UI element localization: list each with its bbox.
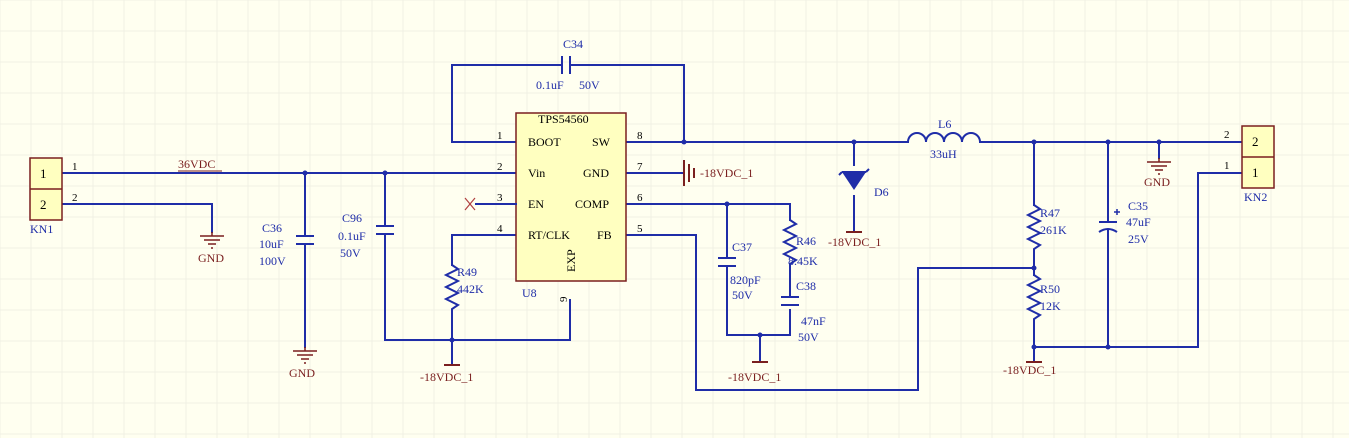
pin-sw-label: SW [592,135,611,149]
net-label-neg-r49: -18VDC_1 [420,370,473,384]
power-port-r49: -18VDC_1 [420,364,473,384]
power-port-r50: -18VDC_1 [1003,361,1056,377]
pin-number-4: 4 [497,223,503,235]
resistor-r46: R46 8.45K [781,219,818,268]
capacitor-c34: C34 0.1uF 50V [536,37,600,92]
l6-value: 33uH [930,147,957,161]
pin-exp-label: EXP [564,249,578,272]
pin-number-5: 5 [637,223,643,235]
r46-value: 8.45K [788,254,818,268]
c38-value: 47nF [801,314,826,328]
r47-ref: R47 [1040,206,1060,220]
kn1-pin2-number: 2 [72,192,78,204]
connector-kn2: 2 1 2 1 KN2 [1224,125,1275,204]
pin-en-label: EN [528,197,544,211]
r49-ref: R49 [457,265,477,279]
pin-number-9: 9 [558,296,570,302]
pin-number-1: 1 [497,130,503,142]
l6-ref: L6 [938,117,951,131]
power-port-gnd-pin: -18VDC_1 [683,160,753,186]
c37-rating: 50V [732,288,753,302]
kn2-ref: KN2 [1244,190,1267,204]
r50-ref: R50 [1040,282,1060,296]
d6-ref: D6 [874,185,889,199]
pin-number-3: 3 [497,192,503,204]
pin-number-7: 7 [637,161,643,173]
r46-ref: R46 [796,234,816,248]
power-port-d6: -18VDC_1 [828,231,881,249]
net-label-36vdc: 36VDC [178,157,215,171]
junctions [302,139,1162,350]
no-connect-marker [464,197,517,211]
c34-value: 0.1uF [536,78,564,92]
pin-comp-label: COMP [575,197,609,211]
c35-ref: C35 [1128,199,1148,213]
c38-rating: 50V [798,330,819,344]
pin-number-2: 2 [497,161,503,173]
resistor-r47: R47 261K [1025,204,1067,250]
capacitor-c35: C35 47uF 25V [1098,199,1151,246]
gnd-symbol-output: GND [1144,158,1171,189]
capacitor-c36: C36 10uF 100V [259,221,314,268]
c37-value: 820pF [730,273,761,287]
c38-ref: C38 [796,279,816,293]
ic-part-number: TPS54560 [538,112,589,126]
net-label-neg-gnd-pin: -18VDC_1 [700,166,753,180]
capacitor-c38: C38 47nF 50V [781,279,826,344]
kn2-pin1-number: 1 [1224,160,1230,172]
resistor-r49: R49 442K [443,264,484,312]
c34-rating: 50V [579,78,600,92]
pin-rtclk-label: RT/CLK [528,228,570,242]
c36-value: 10uF [259,237,284,251]
c35-rating: 25V [1128,232,1149,246]
pin-number-6: 6 [637,192,643,204]
kn2-pin2-label: 2 [1252,134,1259,149]
ic-u8: TPS54560 BOOT Vin EN RT/CLK SW GND COMP … [497,112,643,302]
r50-value: 12K [1040,299,1061,313]
kn1-pin1-number: 1 [72,161,78,173]
capacitor-c96: C96 0.1uF 50V [338,211,394,260]
c36-rating: 100V [259,254,286,268]
pin-boot-label: BOOT [528,135,561,149]
c96-rating: 50V [340,246,361,260]
gnd-symbol-kn1: GND [198,232,224,265]
ic-ref: U8 [522,286,537,300]
c37-ref: C37 [732,240,752,254]
kn1-ref: KN1 [30,222,53,236]
c34-ref: C34 [563,37,583,51]
power-port-comp: -18VDC_1 [728,361,781,384]
pin-fb-label: FB [597,228,612,242]
gnd-label-kn1: GND [198,251,224,265]
kn1-pin1-label: 1 [40,166,47,181]
gnd-label-c36: GND [289,366,315,380]
gnd-symbol-c36: GND [289,347,317,380]
resistor-r50: R50 12K [1025,274,1061,320]
gnd-label-output: GND [1144,175,1170,189]
wires [61,64,1243,391]
pin-number-8: 8 [637,130,643,142]
c96-value: 0.1uF [338,229,366,243]
pin-gnd-label: GND [583,166,609,180]
c36-ref: C36 [262,221,282,235]
connector-kn1: 1 2 1 2 KN1 [29,157,78,236]
pin-vin-label: Vin [528,166,545,180]
inductor-l6: L6 33uH [907,117,981,161]
net-label-neg-r50: -18VDC_1 [1003,363,1056,377]
kn1-pin2-label: 2 [40,197,47,212]
kn2-pin2-number: 2 [1224,129,1230,141]
capacitor-c37: C37 820pF 50V [718,240,761,302]
r47-value: 261K [1040,223,1067,237]
c96-ref: C96 [342,211,362,225]
diode-d6: D6 [838,168,889,199]
net-label-neg-comp: -18VDC_1 [728,370,781,384]
net-label-neg-d6: -18VDC_1 [828,235,881,249]
c35-value: 47uF [1126,215,1151,229]
kn2-pin1-label: 1 [1252,165,1259,180]
r49-value: 442K [457,282,484,296]
